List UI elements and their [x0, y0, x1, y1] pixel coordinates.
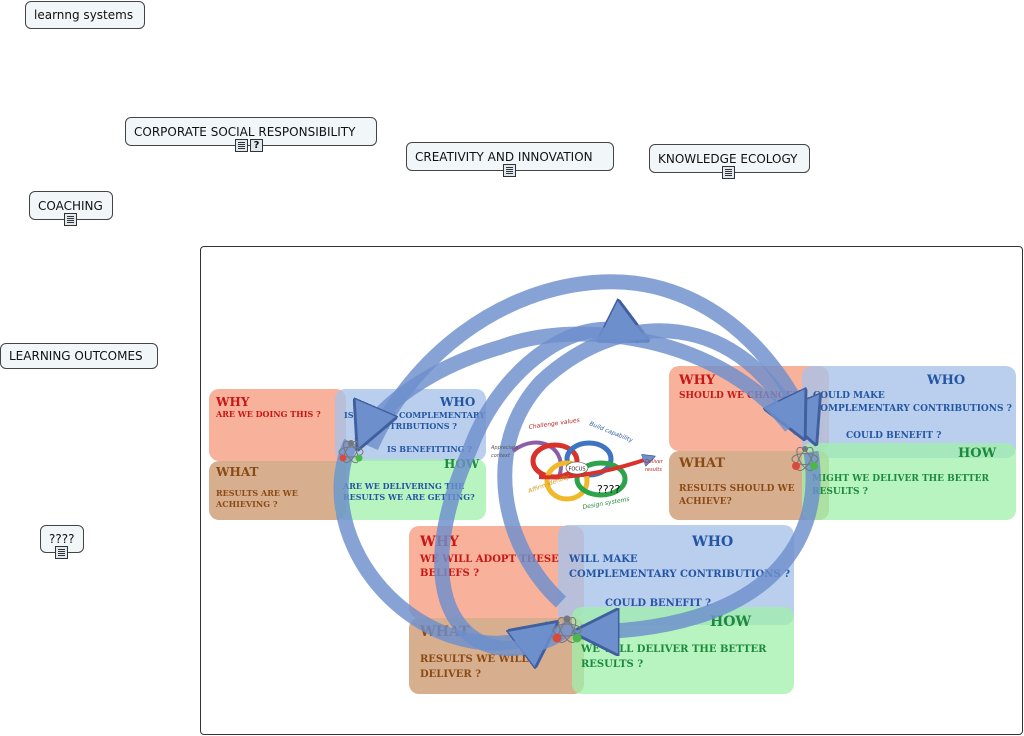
center-results: results [645, 467, 662, 473]
note-icon[interactable] [722, 166, 735, 179]
node-learning-systems[interactable]: learnng systems [25, 1, 145, 29]
diagram-image-frame[interactable]: WHY ARE WE DOING THIS ? WHO IS MAKING CO… [200, 246, 1023, 735]
center-focus-label: FOCUS [568, 467, 585, 473]
center-context: context [491, 453, 511, 459]
center-appreciate: Appreciate [490, 445, 518, 451]
note-icon[interactable] [235, 139, 248, 152]
note-icon[interactable] [55, 546, 68, 559]
csr-icons: ? [235, 139, 263, 152]
note-icon[interactable] [64, 213, 77, 226]
node-learning-outcomes[interactable]: LEARNING OUTCOMES [0, 343, 158, 369]
note-icon[interactable] [503, 164, 516, 177]
center-deliver: Deliver [645, 459, 664, 465]
center-design-systems: Design systems [582, 496, 630, 511]
cycle-arrow-right-to-bottom [581, 452, 813, 632]
coaching-icons [64, 213, 77, 226]
diagram-overlay: FOCUS Challenge values Build capability … [201, 247, 1022, 734]
unknown-icons [55, 546, 68, 559]
question-icon[interactable]: ? [250, 139, 263, 152]
knowledge-icons [722, 166, 735, 179]
center-build-capability: Build capability [588, 420, 634, 444]
center-challenge-values: Challenge values [528, 417, 580, 431]
center-unknown-label: ???? [597, 483, 621, 496]
creativity-icons [503, 164, 516, 177]
